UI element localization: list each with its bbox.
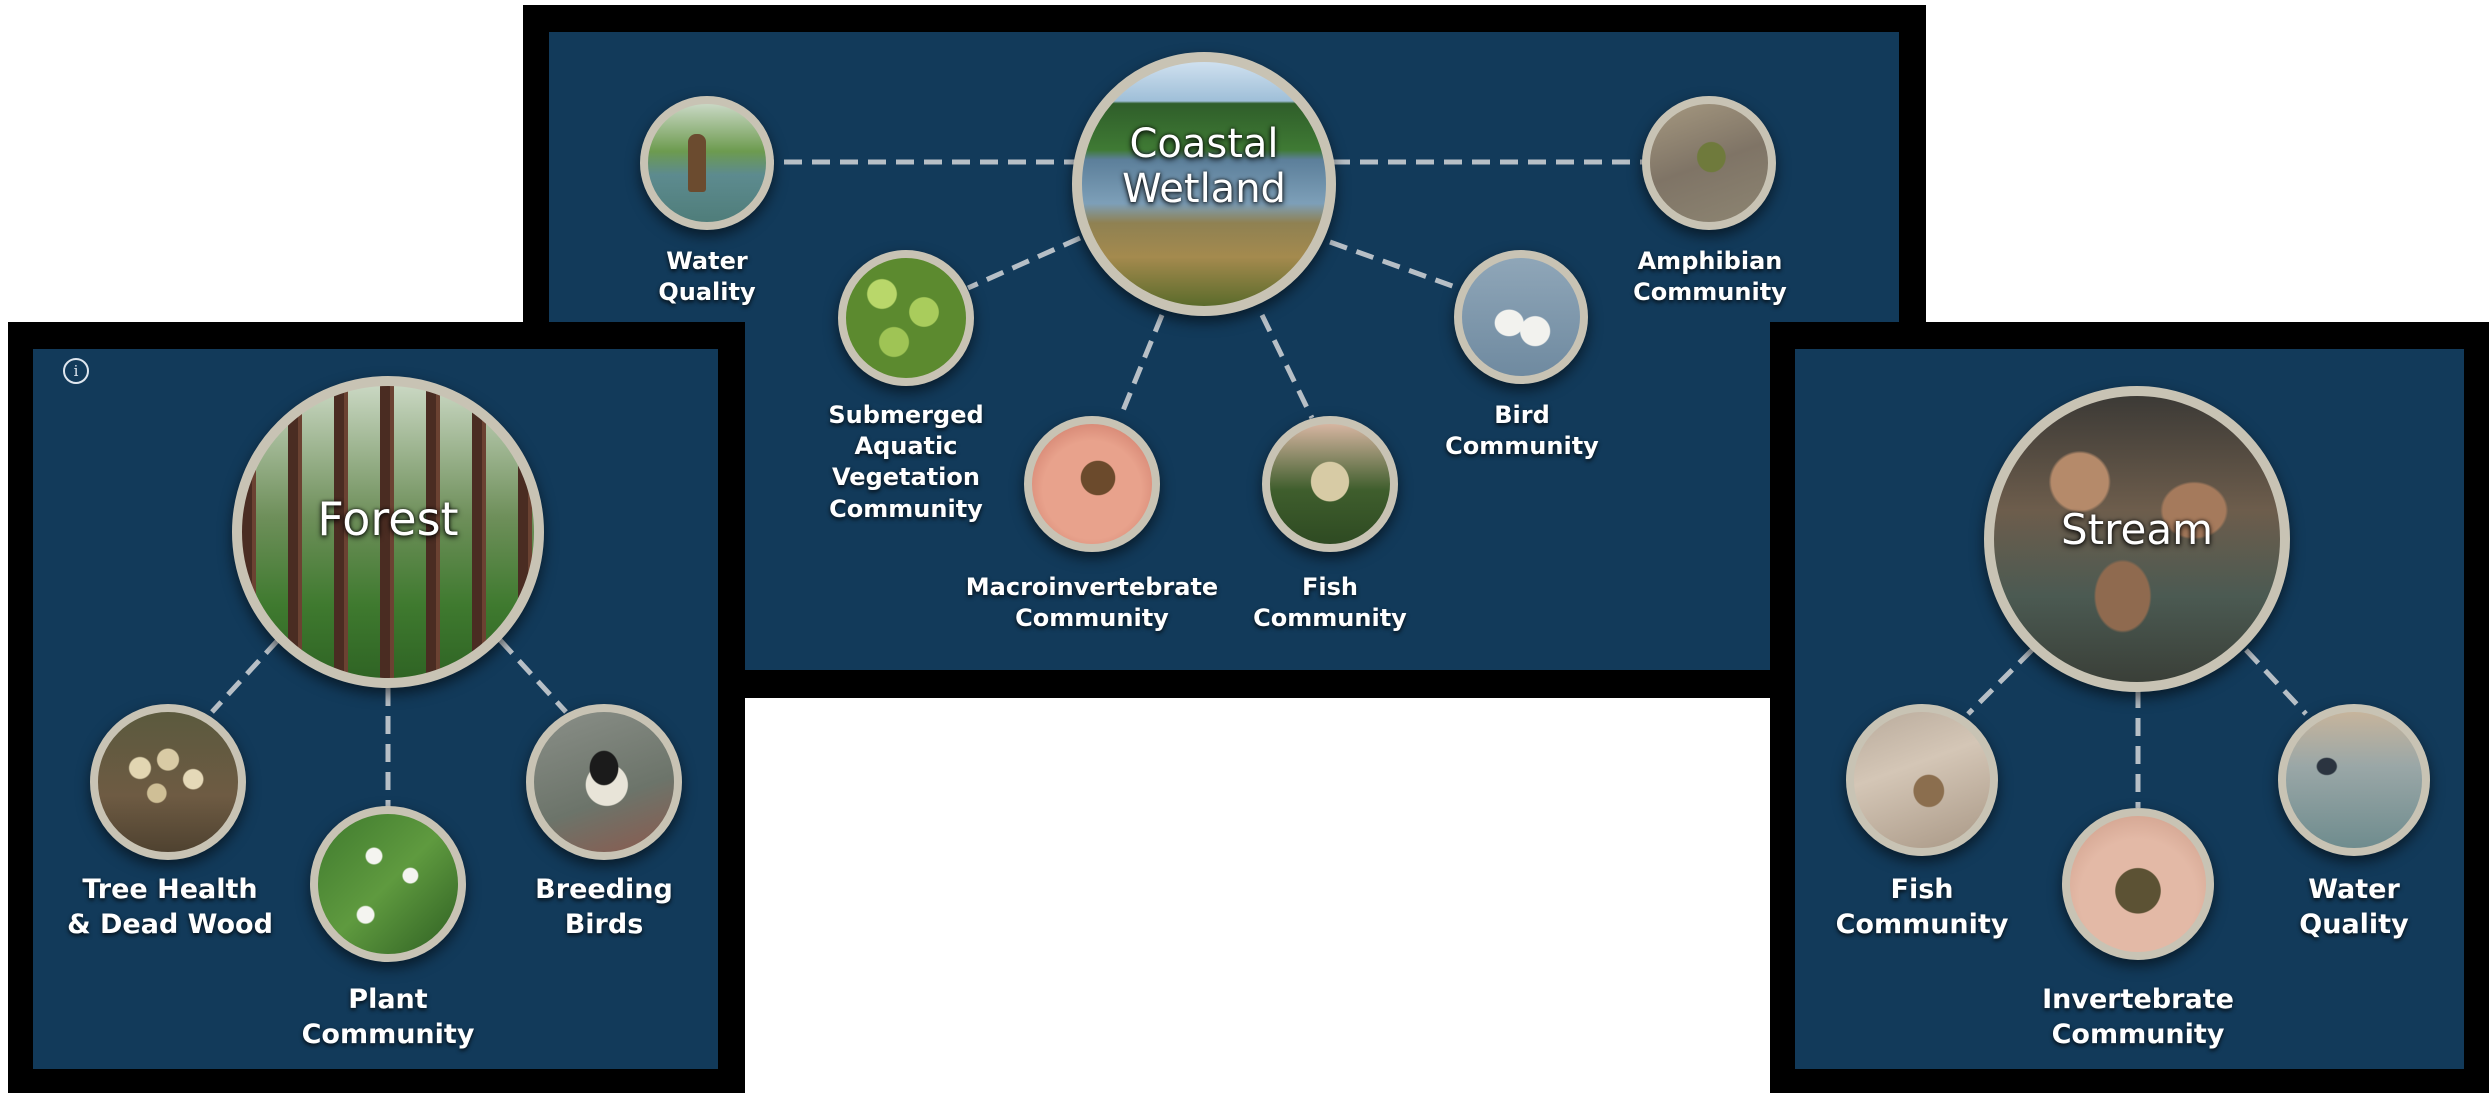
sav-image	[838, 250, 974, 386]
connector-sav	[966, 235, 1082, 291]
connector-tree-health	[210, 638, 280, 714]
breeding-birds-image	[526, 704, 682, 860]
macroinvertebrate-image	[1024, 416, 1160, 552]
macroinvertebrate-label: Macroinvertebrate Community	[965, 573, 1219, 633]
connector-stream-fish	[1966, 648, 2034, 716]
water-quality-wetland-label: Water Quality	[658, 247, 756, 307]
fish-wetland-image	[1262, 416, 1398, 552]
bird-wetland-label: Bird Community	[1445, 401, 1599, 461]
breeding-birds-label: Breeding Birds	[535, 874, 673, 941]
fish-wetland-label: Fish Community	[1253, 573, 1407, 633]
stream-hub-image: Stream	[1984, 386, 2290, 692]
info-icon[interactable]: i	[63, 358, 89, 384]
person-sampling-figure	[688, 134, 706, 192]
connector-birds	[498, 638, 568, 714]
coastal-wetland-title: Coastal Wetland	[1122, 121, 1286, 212]
invertebrate-image	[2062, 808, 2214, 960]
tree-health-image	[90, 704, 246, 860]
amphibian-image	[1642, 96, 1776, 230]
stream-water-quality-image	[2278, 704, 2430, 856]
stream-fish-image	[1846, 704, 1998, 856]
water-quality-wetland-image	[640, 96, 774, 230]
forest-title: Forest	[317, 492, 459, 546]
connector-fish	[1259, 313, 1315, 420]
connector-macro	[1117, 314, 1165, 419]
sav-label: Submerged Aquatic Vegetation Community	[828, 401, 984, 523]
connector-stream-water-quality	[2244, 648, 2308, 716]
plant-image	[310, 806, 466, 962]
tree-health-label: Tree Health & Dead Wood	[67, 874, 273, 941]
bird-wetland-image	[1454, 250, 1588, 384]
connector-bird	[1329, 239, 1459, 291]
stream-title: Stream	[2061, 505, 2213, 554]
amphibian-label: Amphibian Community	[1633, 247, 1787, 307]
stream-water-quality-label: Water Quality	[2299, 874, 2409, 941]
plant-label: Plant Community	[301, 984, 475, 1051]
invertebrate-label: Invertebrate Community	[2042, 984, 2234, 1051]
coastal-wetland-hub-image: Coastal Wetland	[1072, 52, 1336, 316]
stream-fish-label: Fish Community	[1835, 874, 2009, 941]
forest-hub-image: Forest	[232, 376, 544, 688]
